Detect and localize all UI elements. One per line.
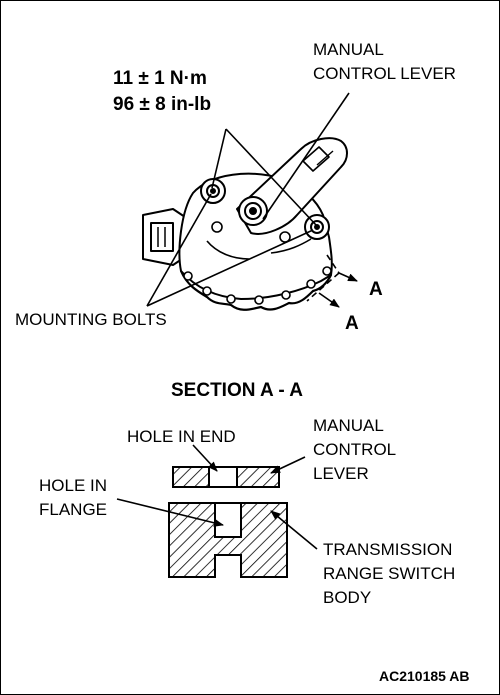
manual-control-lever-label-line1: MANUAL	[313, 40, 384, 59]
section-lever-label-line3: LEVER	[313, 464, 369, 483]
hole-in-flange-label-line2: FLANGE	[39, 500, 108, 519]
shaft-icon	[238, 196, 268, 226]
section-lever-label-line1: MANUAL	[313, 416, 384, 435]
range-switch-illustration	[142, 137, 348, 311]
hole-in-end-label: HOLE IN END	[127, 427, 236, 446]
lever-section-right	[236, 466, 280, 488]
lever-hole	[208, 466, 238, 488]
section-title: SECTION A - A	[171, 380, 303, 401]
section-lever-label-line2: CONTROL	[313, 440, 397, 459]
section-mark-a-lower: A	[345, 313, 359, 334]
hole-in-flange-label-line1: HOLE IN	[39, 476, 108, 495]
mounting-bolts-label: MOUNTING BOLTS	[15, 310, 167, 329]
leader-lines-section	[116, 444, 318, 550]
figure-id: AC210185 AB	[379, 668, 470, 684]
switch-body-label-line2: RANGE SWITCH	[323, 564, 456, 583]
lever-section-left	[172, 466, 210, 488]
section-mark-a-upper: A	[369, 279, 383, 300]
switch-body-label-line1: TRANSMISSION	[323, 540, 453, 559]
torque-spec-nm: 11 ± 1 N·m	[113, 68, 207, 89]
manual-control-lever-label-line2: CONTROL LEVER	[313, 64, 456, 83]
switch-body-label-line3: BODY	[323, 588, 372, 607]
flange-hole	[214, 502, 242, 538]
switch-scalloped-arc	[179, 270, 332, 311]
leader-lines-top	[146, 92, 350, 307]
section-cut-line	[306, 254, 358, 308]
torque-spec-inlb: 96 ± 8 in-lb	[113, 94, 212, 115]
section-view	[168, 466, 288, 578]
mounting-bolt-right-icon	[304, 214, 330, 240]
